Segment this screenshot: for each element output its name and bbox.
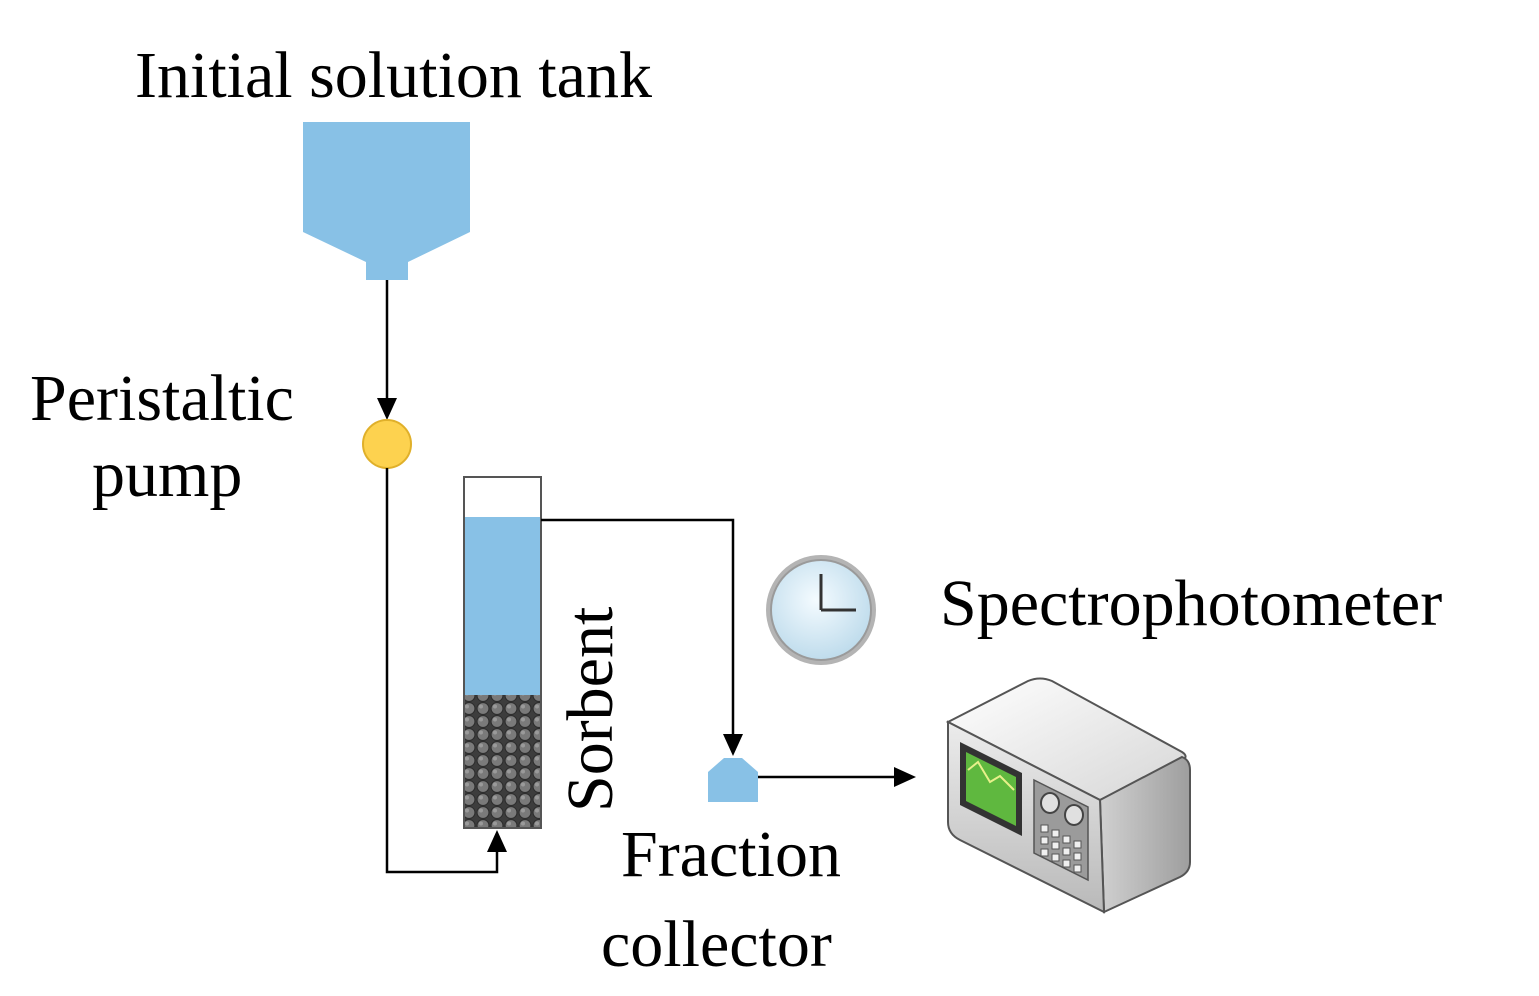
tank-label: Initial solution tank — [135, 39, 652, 112]
arrowhead-icon — [377, 398, 397, 420]
initial-solution-tank — [303, 122, 470, 280]
spectrophotometer-icon — [945, 677, 1191, 914]
knob-left-icon — [1040, 792, 1060, 814]
arrowhead-icon — [487, 830, 507, 852]
pump-label: Peristaltic pump — [30, 362, 310, 511]
fraction-label-line2: collector — [601, 908, 832, 981]
fraction-label-line1: Fraction — [621, 818, 841, 891]
clock-icon — [766, 555, 876, 665]
fraction-collector-label: Fraction collector — [601, 818, 857, 981]
fraction-collector — [708, 758, 758, 802]
collector-to-spectro-arrow — [758, 767, 916, 787]
peristaltic-pump — [362, 419, 412, 469]
sorbent-column — [463, 476, 542, 829]
sorbent-bed — [464, 695, 541, 828]
pump-label-line2: pump — [92, 438, 242, 511]
pump-label-line1: Peristaltic — [30, 362, 294, 435]
tank-to-pump-tube — [377, 280, 397, 420]
sorbent-label: Sorbent — [554, 607, 627, 812]
spectro-screen — [966, 752, 1016, 826]
keypad — [1040, 824, 1082, 873]
column-to-collector-tube — [541, 518, 743, 756]
spectrophotometer-label: Spectrophotometer — [940, 567, 1442, 640]
arrowhead-icon — [723, 734, 743, 756]
pump-to-column-tube — [385, 468, 507, 874]
arrowhead-icon — [894, 767, 916, 787]
knob-right-icon — [1064, 804, 1084, 826]
